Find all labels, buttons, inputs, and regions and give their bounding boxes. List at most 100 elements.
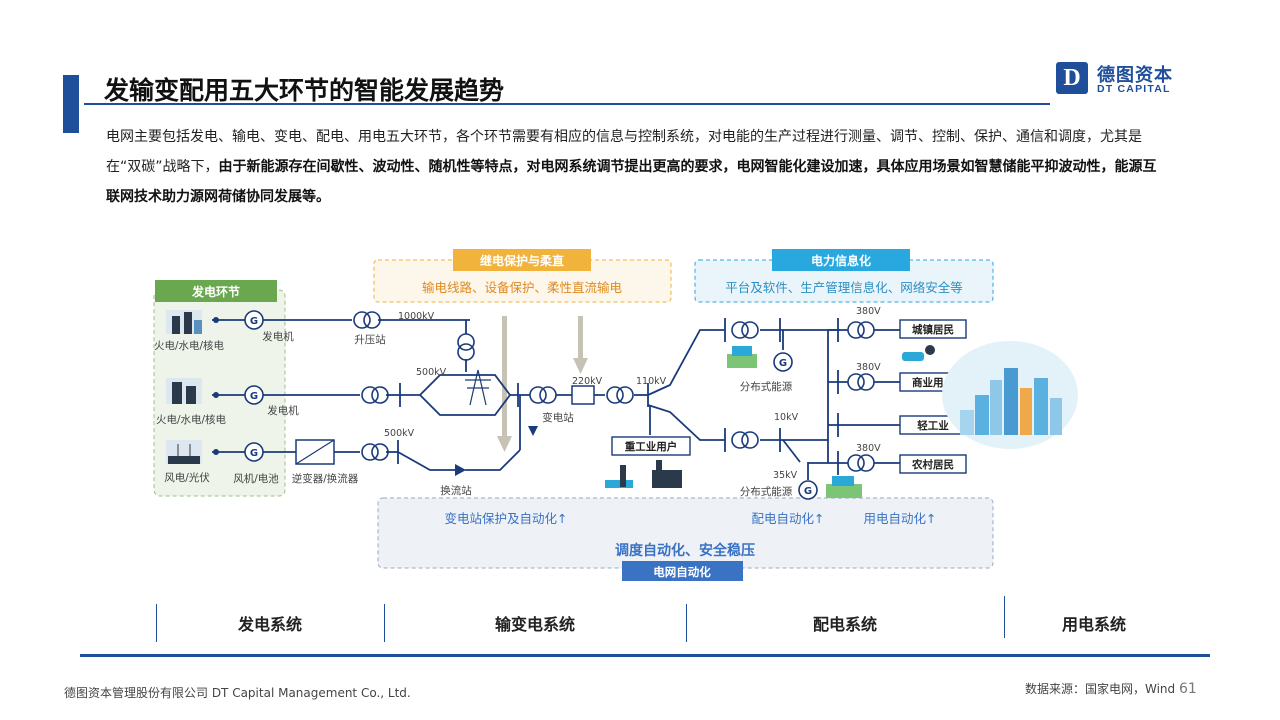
gen-symbol-3: G bbox=[250, 448, 258, 459]
substation-breaker-icon bbox=[571, 385, 595, 405]
arrow-head-1 bbox=[497, 436, 512, 452]
ev-car-icon bbox=[902, 345, 935, 361]
grid-auto-item2: 配电自动化↑ bbox=[752, 511, 825, 526]
transformer-icon-5 bbox=[529, 386, 557, 404]
voltage-380v-b: 380V bbox=[856, 362, 881, 373]
diode-icon-2 bbox=[528, 426, 538, 436]
gen-row3-source: 风电/光伏 bbox=[164, 471, 210, 484]
system-divider-2 bbox=[384, 604, 385, 642]
logo-chinese-name: 德图资本 bbox=[1097, 65, 1173, 86]
voltage-500kv-a: 500kV bbox=[416, 367, 447, 378]
system-divider-1 bbox=[156, 604, 157, 642]
page-title: 发输变配用五大环节的智能发展趋势 bbox=[104, 76, 505, 105]
bottom-rule bbox=[80, 654, 1210, 657]
solar-house-icon-2 bbox=[826, 476, 862, 498]
intro-bold-text: 由于新能源存在间歇性、波动性、随机性等特点，对电网系统调节提出更高的要求，电网智… bbox=[106, 159, 1157, 205]
arrow-shaft-2 bbox=[578, 316, 583, 358]
solar-house-icon-1 bbox=[727, 346, 757, 368]
distribution-lines bbox=[724, 318, 900, 480]
generation-header: 发电环节 bbox=[191, 284, 240, 299]
intro-paragraph: 电网主要包括发电、输电、变电、配电、用电五大环节，各个环节需要有相应的信息与控制… bbox=[106, 122, 1166, 212]
transformer-icon-11 bbox=[847, 454, 875, 472]
transformer-icon-9 bbox=[847, 321, 875, 339]
system-transmission: 输变电系统 bbox=[494, 615, 575, 634]
page-number: 61 bbox=[1179, 681, 1197, 697]
relay-protection-header: 继电保护与柔直 bbox=[480, 253, 564, 268]
gen-row1-gen: 发电机 bbox=[262, 330, 294, 343]
system-consumption: 用电系统 bbox=[1061, 615, 1126, 634]
arrow-head-2 bbox=[573, 358, 588, 374]
voltage-220kv: 220kV bbox=[572, 376, 603, 387]
dt-logo-icon: D bbox=[1056, 62, 1088, 94]
gen-symbol-4: G bbox=[779, 358, 787, 369]
wind-solar-icon bbox=[166, 440, 202, 464]
thermal-plant-icon-2 bbox=[166, 378, 202, 404]
logo-english-name: DT CAPITAL bbox=[1097, 83, 1171, 95]
system-distribution: 配电系统 bbox=[812, 615, 877, 634]
heavy-user-label: 重工业用户 bbox=[625, 440, 678, 453]
power-info-header: 电力信息化 bbox=[811, 253, 871, 268]
transformer-icon-6 bbox=[606, 386, 634, 404]
system-divider-4 bbox=[1004, 596, 1005, 638]
gen-row2-gen: 发电机 bbox=[267, 404, 299, 417]
voltage-380v-c: 380V bbox=[856, 443, 881, 454]
grid-auto-label: 电网自动化 bbox=[653, 565, 711, 579]
transformer-icon-1 bbox=[353, 311, 381, 329]
arrow-shaft-1 bbox=[502, 316, 507, 436]
user-city-label: 城镇居民 bbox=[912, 323, 954, 336]
user-light-label: 轻工业 bbox=[917, 419, 949, 432]
transmission-tower-icon bbox=[465, 369, 491, 406]
power-info-box bbox=[694, 259, 994, 303]
transformer-icon-8 bbox=[731, 431, 759, 449]
voltage-1000kv: 1000kV bbox=[398, 311, 435, 322]
transformer-icon-7 bbox=[731, 321, 759, 339]
system-labels-row: 发电系统 输变电系统 配电系统 用电系统 bbox=[80, 596, 1210, 656]
voltage-110kv: 110kV bbox=[636, 376, 667, 387]
converter-station-label: 换流站 bbox=[440, 484, 472, 497]
user-rural-label: 农村居民 bbox=[911, 458, 954, 471]
thermal-plant-icon-1 bbox=[166, 310, 202, 334]
user-box-rural bbox=[899, 454, 967, 474]
voltage-380v-a: 380V bbox=[856, 306, 881, 317]
intro-plain-text: 电网主要包括发电、输电、变电、配电、用电五大环节，各个环节需要有相应的信息与控制… bbox=[106, 129, 1142, 175]
transformer-icon-3 bbox=[361, 443, 389, 461]
gen-symbol-5: G bbox=[804, 486, 812, 497]
city-skyline-icon bbox=[942, 341, 1078, 449]
diode-icon bbox=[455, 464, 466, 476]
voltage-10kv: 10kV bbox=[774, 412, 799, 423]
dist-energy-label-1: 分布式能源 bbox=[740, 380, 793, 393]
gen-row2-source: 火电/水电/核电 bbox=[156, 413, 227, 426]
substation-label: 变电站 bbox=[542, 411, 574, 424]
gen-symbol-1: G bbox=[250, 316, 258, 327]
transformer-icon-4 bbox=[457, 333, 475, 361]
transformer-icon-2 bbox=[361, 386, 389, 404]
relay-protection-header-bg bbox=[453, 249, 591, 271]
step-up-station-label: 升压站 bbox=[354, 333, 386, 346]
heavy-user-box bbox=[611, 436, 691, 456]
footer-company: 德图资本管理股份有限公司 DT Capital Management Co., … bbox=[64, 686, 411, 700]
footer-source: 数据来源：国家电网，Wind bbox=[1025, 682, 1176, 696]
generation-header-bg bbox=[155, 280, 277, 302]
relay-protection-box bbox=[373, 259, 672, 303]
grid-auto-main: 调度自动化、安全稳压 bbox=[615, 542, 755, 559]
footer-source-wrap: 数据来源：国家电网，Wind 61 bbox=[1025, 680, 1197, 697]
transformer-icon-10 bbox=[847, 373, 875, 391]
gen-row3-gen: 风机/电池 bbox=[233, 472, 279, 485]
grid-auto-item1: 变电站保护及自动化↑ bbox=[445, 511, 568, 526]
gen-row1-source: 火电/水电/核电 bbox=[154, 339, 225, 352]
industry-icon bbox=[605, 460, 682, 488]
gen-symbol-2: G bbox=[250, 391, 258, 402]
system-divider-3 bbox=[686, 604, 687, 642]
voltage-35kv: 35kV bbox=[773, 470, 798, 481]
title-accent-bar bbox=[63, 75, 79, 133]
grid-auto-item3: 用电自动化↑ bbox=[864, 511, 937, 526]
title-underline bbox=[84, 103, 1050, 105]
power-info-text: 平台及软件、生产管理信息化、网络安全等 bbox=[725, 280, 963, 295]
power-info-header-bg bbox=[772, 249, 910, 271]
relay-protection-text: 输电线路、设备保护、柔性直流输电 bbox=[422, 280, 623, 295]
user-box-city bbox=[899, 319, 967, 339]
converter-label: 逆变器/换流器 bbox=[292, 472, 359, 485]
voltage-500kv-b: 500kV bbox=[384, 428, 415, 439]
dist-energy-label-2: 分布式能源 bbox=[740, 485, 793, 498]
